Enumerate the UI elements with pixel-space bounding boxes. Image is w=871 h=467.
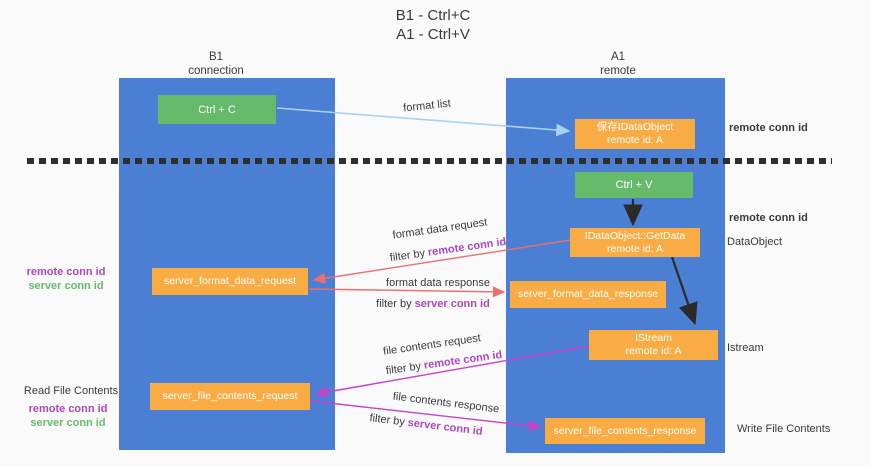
node-server-file-contents-response: server_file_contents_response [545,418,705,444]
node-server-format-data-request: server_format_data_request [152,268,308,295]
title-line-1: B1 - Ctrl+C [395,7,471,24]
server-file-contents-request-label: server_file_contents_request [162,390,298,402]
lane-b1-subtitle: connection [188,65,244,77]
istream-line2: remote id: A [625,345,682,357]
getdata-to-istream-arrow [670,256,698,326]
node-istream: IStream remote id: A [589,330,718,360]
ctrl-c-label: Ctrl + C [198,103,236,116]
lane-header-a1: A1 remote [600,50,636,78]
server-format-data-request-label: server_format_data_request [164,275,296,287]
save-idataobject-line2: remote id: A [606,134,664,146]
lane-b1-name: B1 [208,51,224,63]
dataobject-annotation: DataObject [727,236,783,248]
read-file-contents-annotation: Read File Contents [23,385,119,397]
server-format-data-response-label: server_format_data_response [517,288,659,300]
ctrl-v-label: Ctrl + V [615,179,653,191]
right-remote-conn-id-mid: remote conn id [729,212,808,224]
format-data-request-arrow [312,239,572,284]
save-idataobject-line1: 保存IDataObject [596,121,674,133]
node-ctrl-v: Ctrl + V [575,172,693,198]
node-idataobject-getdata: IDataObject::GetData remote id: A [570,228,700,257]
getdata-line1: IDataObject::GetData [584,229,686,242]
diagram-title: B1 - Ctrl+C A1 - Ctrl+V [396,6,471,44]
format-list-arrow [276,107,571,137]
lane-header-b1: B1 connection [188,50,244,78]
format-data-response-arrow [308,286,506,298]
format-data-response-label: format data response [386,277,490,289]
left-remote-conn-id-2: remote conn id [28,403,108,415]
istream-line1: IStream [635,332,672,344]
istream-annotation: Istream [727,342,764,354]
server-file-contents-response-label: server_file_contents_response [553,424,697,437]
left-server-conn-id-2: server conn id [30,417,106,429]
file-contents-response-arrow [310,400,542,432]
write-file-contents-annotation: Write File Contents [737,423,831,435]
lane-a1-name: A1 [610,51,626,63]
lane-a1-subtitle: remote [600,65,636,77]
filter-by-text: filter by [376,298,412,310]
left-server-conn-id-1: server conn id [28,280,104,292]
node-server-file-contents-request: server_file_contents_request [150,383,310,410]
left-conn-id-stack-1: remote conn id server conn id [6,265,126,293]
file-contents-request-arrow [314,345,590,398]
left-conn-id-stack-2: remote conn id server conn id [8,402,128,430]
getdata-line2: remote id: A [606,242,664,255]
node-server-format-data-response: server_format_data_response [510,281,666,308]
node-save-idataobject: 保存IDataObject remote id: A [575,119,695,149]
node-ctrl-c: Ctrl + C [158,95,276,124]
server-conn-id-text: server conn id [414,298,490,310]
right-remote-conn-id-top: remote conn id [729,122,808,134]
left-remote-conn-id-1: remote conn id [26,266,106,278]
title-line-2: A1 - Ctrl+V [396,26,470,43]
